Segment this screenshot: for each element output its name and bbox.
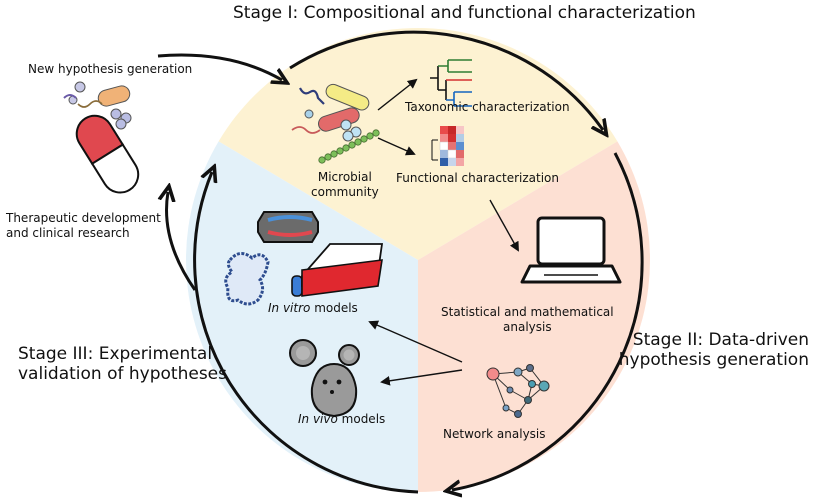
arrow-to-in-vivo [380, 369, 463, 386]
organoid-icon [224, 252, 270, 306]
mouse-icon [289, 339, 360, 418]
microbial-community-icon [291, 83, 380, 164]
therapeutic-label: Therapeutic development and clinical res… [6, 211, 161, 241]
in-vivo-rest: models [337, 412, 386, 426]
culture-flask-icon [291, 243, 384, 297]
in-vivo-italic: In vivo [298, 412, 338, 426]
statistical-line1: Statistical and mathematical [441, 305, 614, 319]
arrow-new-hypothesis [157, 53, 282, 80]
arrow-therapeutic [167, 192, 197, 291]
circle-arc-left [193, 172, 419, 494]
arrow-to-taxonomic [377, 78, 418, 111]
stage3-title-line2: validation of hypotheses [18, 364, 227, 384]
laptop-icon [520, 216, 622, 284]
network-label: Network analysis [443, 427, 546, 441]
arrow-to-in-vitro [368, 320, 463, 363]
statistical-line2: analysis [503, 320, 552, 334]
functional-label: Functional characterization [396, 171, 559, 185]
stage1-sector [218, 27, 618, 260]
stage3-title-line1: Stage III: Experimental [18, 344, 213, 364]
microbe-cluster-outer-icon [63, 81, 132, 130]
circle-arc-right [452, 152, 644, 490]
in-vitro-italic: In vitro [268, 301, 311, 315]
arrow-to-functional [377, 137, 416, 156]
therapeutic-line1: Therapeutic development [6, 211, 161, 225]
network-graph-icon [486, 364, 550, 418]
stage2-title-line2: hypothesis generation [618, 350, 809, 370]
new-hypothesis-label: New hypothesis generation [28, 62, 193, 76]
microbial-community-label: Microbial community [311, 170, 379, 200]
in-vivo-label: In vivo models [298, 412, 385, 427]
stage1-title: Stage I: Compositional and functional ch… [233, 3, 696, 23]
phylogenetic-tree-icon [430, 59, 472, 107]
therapeutic-line2: and clinical research [6, 226, 130, 240]
arrow-to-laptop [489, 199, 519, 252]
in-vitro-rest: models [310, 301, 358, 315]
microbial-line2: community [311, 185, 379, 199]
statistical-label: Statistical and mathematical analysis [441, 305, 614, 335]
circle-arc-top [289, 30, 603, 130]
stage2-title-line1: Stage II: Data-driven [632, 330, 809, 350]
stage2-title: Stage II: Data-driven hypothesis generat… [619, 330, 809, 370]
organ-chip-icon [257, 211, 319, 243]
heatmap-icon [431, 126, 464, 166]
microbial-line1: Microbial [317, 170, 372, 184]
capsule-pill-icon [75, 114, 140, 194]
in-vitro-label: In vitro models [268, 301, 358, 316]
taxonomic-label: Taxonomic characterization [405, 100, 570, 114]
stage3-title: Stage III: Experimental validation of hy… [18, 344, 227, 384]
